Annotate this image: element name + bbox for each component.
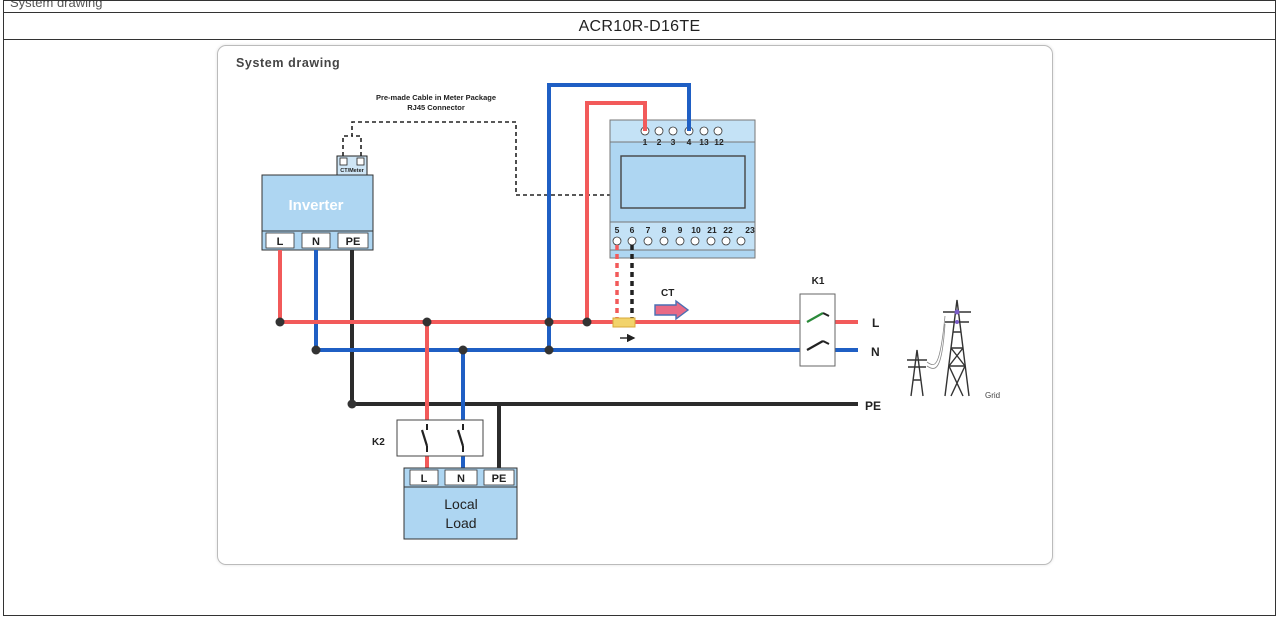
inverter-label: Inverter <box>288 197 343 214</box>
meter-bottom-terminal-9: 9 <box>678 225 683 235</box>
connector-note-line2: RJ45 Connector <box>407 103 465 112</box>
meter-bottom-terminal-21: 21 <box>707 225 717 235</box>
meter-bottom-terminal-22: 22 <box>723 225 733 235</box>
ct-clamp: CT <box>612 288 690 343</box>
junction-dots <box>275 317 592 409</box>
ct-meter-port: CT/Meter <box>336 155 368 176</box>
document-frame: System drawing ACR10R-D16TE <box>3 0 1276 616</box>
meter-bottom-terminal-5: 5 <box>615 225 620 235</box>
local-load-box: L N PE Local Load <box>403 467 518 540</box>
meter-top-terminal-1: 1 <box>643 137 648 147</box>
load-terminal-l: L <box>421 473 428 485</box>
panel-title: System drawing <box>236 56 340 70</box>
meter-top-terminal-3: 3 <box>671 137 676 147</box>
meter-bottom-terminal-10: 10 <box>691 225 701 235</box>
meter-neutral-wire <box>547 83 691 350</box>
ct-label: CT <box>661 288 674 299</box>
truncated-heading: System drawing <box>10 1 103 10</box>
local-load-label-line2: Load <box>445 515 476 531</box>
system-drawing-panel <box>217 45 1053 565</box>
meter-bottom-terminal-8: 8 <box>662 225 667 235</box>
grid-label: Grid <box>985 391 1000 400</box>
meter-bottom-terminal-23: 23 <box>745 225 755 235</box>
load-terminal-pe: PE <box>492 473 507 485</box>
top-strip: System drawing <box>4 1 1275 13</box>
inverter-terminal-n: N <box>312 236 320 248</box>
energy-meter: 1 2 3 4 13 12 5 6 7 8 9 10 21 22 23 <box>609 119 756 259</box>
bus-label-n: N <box>871 345 880 359</box>
connector-note-line1: Pre-made Cable in Meter Package <box>376 93 496 102</box>
meter-top-terminal-13: 13 <box>699 137 709 147</box>
k2-label: K2 <box>372 437 385 448</box>
bus-label-l: L <box>872 316 879 330</box>
meter-top-terminal-2: 2 <box>657 137 662 147</box>
inverter-terminal-l: L <box>277 236 284 248</box>
model-title: ACR10R-D16TE <box>4 13 1275 40</box>
k1-breaker: K1 <box>799 276 836 367</box>
meter-top-terminal-4: 4 <box>687 137 692 147</box>
grid-tower-icon <box>907 299 971 397</box>
inverter-box: Inverter L N PE <box>261 174 374 251</box>
local-load-label-line1: Local <box>444 496 477 512</box>
meter-bottom-terminal-6: 6 <box>630 225 635 235</box>
meter-bottom-terminal-7: 7 <box>646 225 651 235</box>
k1-label: K1 <box>812 276 825 287</box>
meter-top-terminal-12: 12 <box>714 137 724 147</box>
inverter-terminal-pe: PE <box>346 236 361 248</box>
bus-label-pe: PE <box>865 399 881 413</box>
grid-tower-highlight <box>954 309 960 324</box>
k2-breaker: K2 <box>372 419 484 457</box>
rj45-cable <box>342 121 610 196</box>
meter-live-wire <box>585 101 647 322</box>
ct-meter-port-label: CT/Meter <box>340 168 364 174</box>
load-terminal-n: N <box>457 473 465 485</box>
